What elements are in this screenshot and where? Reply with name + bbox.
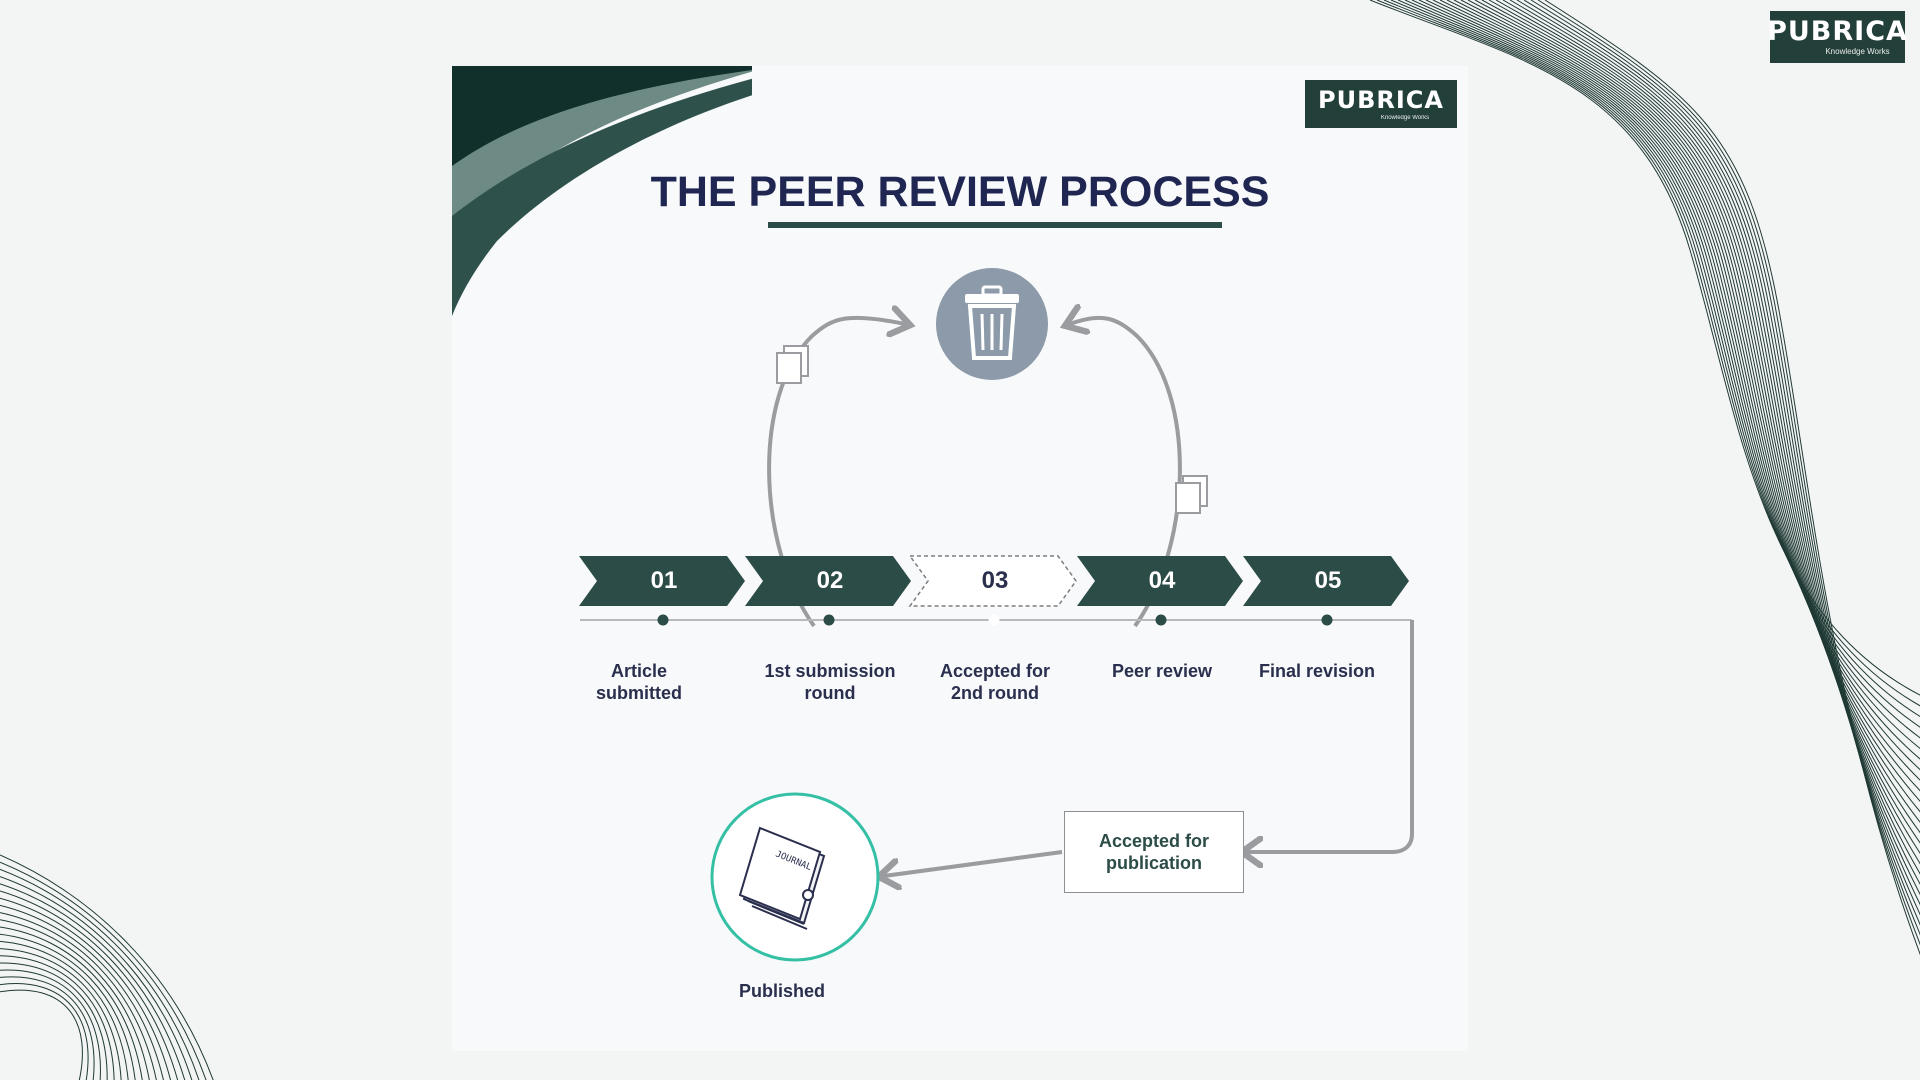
title-main: PEER REVIEW PROCESS [748, 168, 1270, 216]
step-number: 03 [981, 567, 1009, 594]
card-brand-tagline: Knowledge Works [1380, 114, 1430, 121]
step-label: Final revision [1258, 661, 1376, 681]
decorative-wave-line [0, 876, 193, 1080]
brand-tagline: Knowledge Works [1825, 47, 1890, 56]
step-chevron [908, 555, 1077, 607]
step-label: Accepted for 2nd round [939, 661, 1051, 703]
brand-logo: PUBRICA Knowledge Works [1767, 11, 1908, 63]
timeline-dot [988, 614, 1000, 626]
decorative-wave-line [1481, 0, 1920, 865]
decorative-wave-line [0, 883, 186, 1080]
decorative-wave-line [0, 890, 179, 1080]
decorative-wave-line [0, 969, 101, 1080]
step-number: 02 [816, 567, 844, 594]
timeline-dot [1321, 614, 1333, 626]
published-label: Published [738, 981, 825, 1001]
accepted-for-publication-box: Accepted for publication [1064, 811, 1244, 893]
step-number: 04 [1148, 567, 1176, 594]
step-label: Peer review [1111, 661, 1213, 681]
decorative-wave-line [0, 926, 143, 1080]
accepted-box-label: Accepted for publication [1098, 831, 1210, 873]
decorative-wave-line [0, 912, 157, 1080]
decorative-wave-line [1523, 0, 1920, 926]
decorative-wave-line [1495, 0, 1920, 885]
documents-icon [776, 345, 809, 384]
final-revision-connector-arrow [1247, 620, 1414, 852]
decorative-wave-line [0, 962, 108, 1080]
decorative-wave-line [0, 868, 200, 1080]
timeline-dot [823, 614, 835, 626]
page-title: THE PEER REVIEW PROCESS [452, 168, 1468, 217]
decorative-wave-line [0, 940, 129, 1080]
decorative-wave-line [1509, 0, 1920, 906]
book-icon: JOURNAL [738, 826, 826, 930]
decorative-wave-line [1544, 0, 1920, 956]
decorative-wave-line [1390, 0, 1920, 728]
decorative-wave-line [0, 976, 95, 1080]
decorative-wave-line [0, 955, 115, 1080]
title-prefix: THE [650, 168, 737, 216]
title-underline [768, 222, 1222, 228]
decorative-wave-line [1530, 0, 1920, 936]
decorative-wave-line [0, 904, 164, 1080]
decorative-wave-line [1474, 0, 1920, 854]
step-label: Article submitted [595, 661, 682, 703]
trash-icon [936, 268, 1048, 380]
decorative-wave-line [0, 897, 171, 1080]
decorative-wave-line [0, 854, 214, 1080]
decorative-wave-line [1446, 0, 1920, 813]
decorative-wave-line [1369, 0, 1920, 696]
decorative-wave-line [0, 983, 89, 1080]
documents-icon [1175, 475, 1208, 514]
step-number: 01 [650, 567, 678, 594]
step-chevron [1243, 556, 1409, 606]
decorative-wave-line [0, 919, 150, 1080]
decorative-corner-swoosh [452, 66, 752, 316]
peer-review-diagram: JOURNAL [579, 268, 1414, 962]
timeline-dot [1155, 614, 1167, 626]
step-chevron [579, 556, 745, 606]
card-brand-logo: PUBRICA Knowledge Works [1305, 80, 1457, 128]
decorative-wave-line [0, 989, 83, 1080]
decorative-wave-line [0, 933, 136, 1080]
card-brand-name: PUBRICA [1318, 85, 1444, 114]
step-chevron [745, 556, 911, 606]
infographic-card: PUBRICA Knowledge Works THE PEER REVIEW … [452, 66, 1468, 1051]
decorative-wave-line [1537, 0, 1920, 946]
timeline-dot [657, 614, 669, 626]
step-chevron [1077, 556, 1243, 606]
decorative-wave-line [0, 948, 122, 1080]
decorative-wave-line [1488, 0, 1920, 875]
decorative-wave-line [0, 861, 207, 1080]
brand-name: PUBRICA [1767, 16, 1908, 47]
step-label: 1st submission round [764, 661, 896, 703]
published-connector-arrow [884, 850, 1063, 876]
step-number: 05 [1314, 567, 1342, 594]
